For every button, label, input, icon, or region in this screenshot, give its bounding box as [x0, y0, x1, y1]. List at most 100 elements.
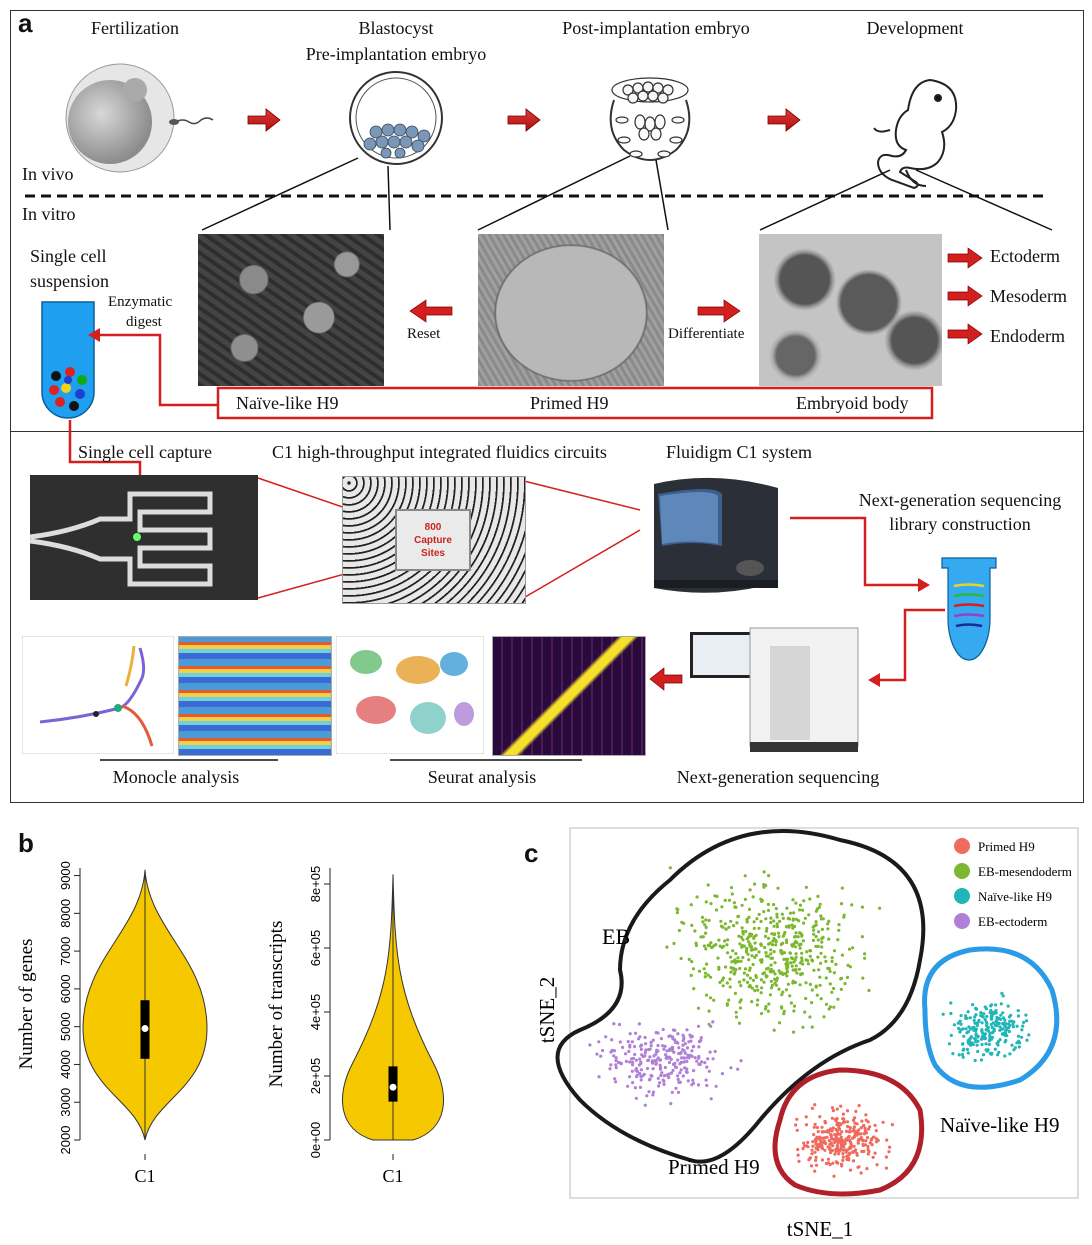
data-point: [773, 977, 777, 981]
data-point: [638, 1035, 642, 1039]
data-point: [815, 1142, 819, 1147]
data-point: [644, 1048, 648, 1052]
points-eb-ectoderm: [588, 1020, 743, 1107]
data-point: [724, 927, 728, 931]
data-point: [773, 961, 777, 965]
data-point: [674, 1040, 679, 1044]
data-point: [850, 903, 854, 907]
data-point: [745, 973, 750, 977]
data-point: [785, 970, 790, 974]
data-point: [706, 973, 710, 977]
data-point: [1007, 1015, 1011, 1019]
data-point: [824, 1002, 829, 1006]
data-point: [810, 1152, 814, 1156]
data-point: [839, 902, 844, 906]
data-point: [836, 1148, 840, 1153]
eb-cluster-outline: [555, 829, 926, 1164]
data-point: [638, 1057, 642, 1061]
data-point: [826, 927, 830, 931]
data-point: [849, 1140, 853, 1144]
data-point: [874, 1137, 879, 1141]
data-point: [729, 966, 733, 970]
data-point: [788, 911, 793, 915]
data-point: [842, 1120, 847, 1124]
data-point: [626, 1040, 630, 1044]
data-point: [801, 1147, 805, 1151]
data-point: [754, 974, 758, 978]
data-point: [962, 1034, 966, 1038]
data-point: [860, 905, 864, 909]
data-point: [720, 905, 724, 909]
data-point: [628, 1075, 632, 1079]
data-point: [770, 983, 774, 987]
data-point: [785, 925, 789, 929]
data-point: [961, 1055, 965, 1059]
data-point: [833, 1152, 837, 1156]
data-point: [841, 1148, 845, 1152]
data-point: [614, 1080, 618, 1084]
stage-post-implantation: Post-implantation embryo: [562, 18, 750, 38]
data-point: [766, 966, 770, 970]
data-point: [634, 1068, 638, 1072]
data-point: [957, 1053, 961, 1057]
data-point: [613, 1077, 617, 1081]
y-tick-label: 7000: [58, 937, 73, 966]
data-point: [949, 1001, 953, 1005]
data-point: [798, 946, 802, 950]
data-point: [813, 1150, 817, 1154]
data-point: [711, 1020, 715, 1024]
data-point: [703, 971, 708, 975]
data-point: [799, 931, 803, 936]
data-point: [987, 1042, 991, 1046]
data-point: [747, 907, 752, 911]
data-point: [676, 1090, 681, 1094]
data-point: [729, 955, 733, 959]
data-point: [795, 971, 799, 975]
data-point: [822, 1015, 826, 1019]
data-point: [666, 1056, 671, 1060]
data-point: [808, 897, 812, 901]
data-point: [714, 943, 718, 947]
data-point: [614, 1056, 618, 1060]
naive-annotation: Naïve-like H9: [940, 1113, 1060, 1137]
naive-micrograph: [198, 234, 384, 386]
data-point: [804, 885, 808, 889]
data-point: [788, 951, 792, 955]
data-point: [667, 1060, 672, 1065]
data-point: [826, 922, 830, 926]
legend-swatch: [954, 913, 970, 929]
data-point: [821, 935, 825, 939]
data-point: [1024, 1013, 1028, 1017]
data-point: [772, 903, 776, 907]
naive-cluster-outline: [922, 946, 1060, 1090]
data-point: [840, 886, 844, 890]
data-point: [669, 1102, 673, 1106]
data-point: [812, 932, 816, 936]
data-point: [832, 949, 837, 953]
data-point: [775, 912, 779, 916]
data-point: [839, 987, 843, 991]
data-point: [832, 1137, 836, 1141]
data-point: [808, 949, 812, 953]
data-point: [1012, 1048, 1016, 1052]
data-point: [654, 1061, 658, 1065]
data-point: [806, 962, 810, 966]
data-point: [628, 1032, 632, 1036]
data-point: [864, 1113, 868, 1117]
data-point: [775, 922, 779, 926]
data-point: [638, 1071, 642, 1076]
data-point: [708, 1050, 712, 1054]
data-point: [815, 1137, 819, 1141]
data-point: [721, 984, 725, 988]
data-point: [866, 1120, 870, 1124]
data-point: [830, 1106, 834, 1110]
data-point: [634, 1031, 638, 1035]
germ-layer-arrows: [947, 247, 983, 345]
data-point: [595, 1052, 599, 1056]
data-point: [756, 988, 760, 992]
data-point: [848, 1130, 852, 1134]
data-point: [738, 1006, 743, 1010]
data-point: [692, 987, 696, 991]
mesoderm-label: Mesoderm: [990, 286, 1067, 306]
